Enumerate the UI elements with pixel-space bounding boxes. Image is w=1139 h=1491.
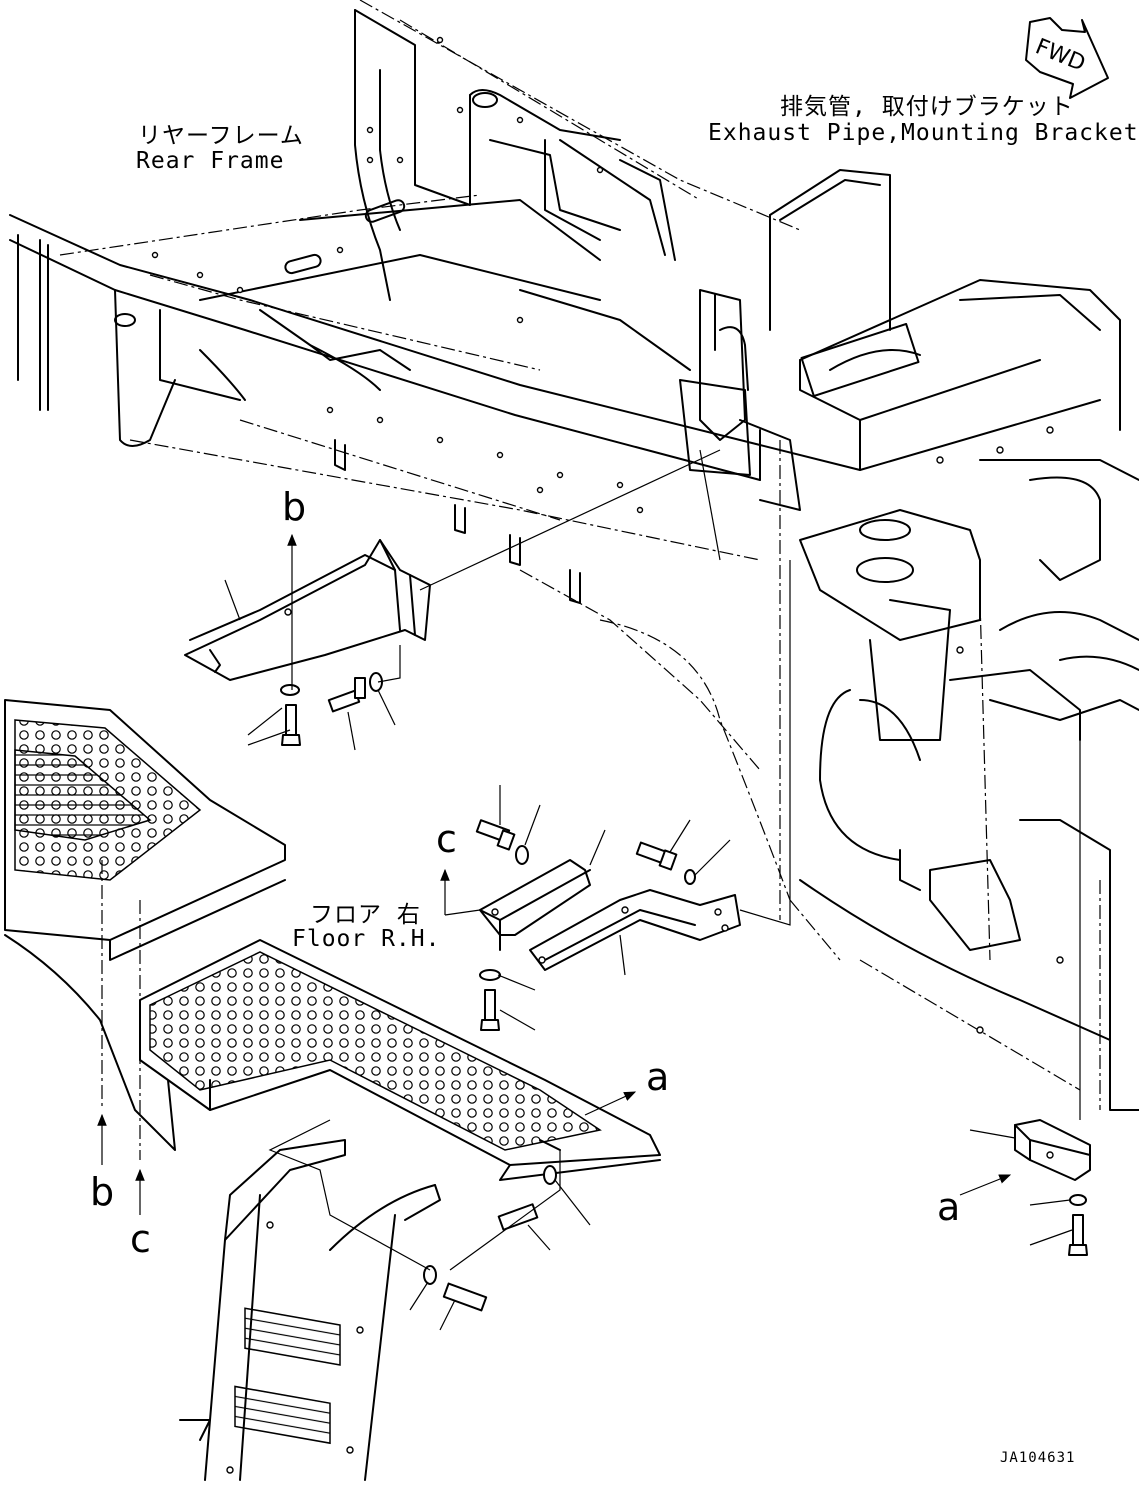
- fwd-arrow-icon: FWD: [1025, 17, 1109, 99]
- callout-a-bottom: a: [937, 1185, 960, 1229]
- callout-arrows: [97, 533, 1012, 1215]
- exhaust-label-jp: 排気管, 取付けブラケット: [780, 94, 1074, 120]
- callout-c-mid: c: [436, 817, 457, 861]
- front-frame: [769, 169, 1139, 1111]
- bracket-a: [1014, 1119, 1091, 1256]
- frame-holes: [151, 36, 644, 514]
- callout-b-top: b: [282, 485, 306, 529]
- ladder: [179, 1139, 441, 1481]
- rear-frame-label-jp: リヤーフレーム: [138, 123, 304, 149]
- leader-lines: [101, 449, 1081, 1331]
- callout-b-bottom: b: [90, 1170, 114, 1214]
- mounting-bracket-center: [479, 859, 741, 971]
- rear-frame-label-en: Rear Frame: [136, 148, 284, 174]
- exhaust-label-en: Exhaust Pipe,Mounting Bracket: [708, 120, 1139, 146]
- floor-label-jp: フロア 右: [310, 902, 421, 928]
- bracket-b-fasteners: [280, 672, 383, 746]
- rear-frame: [9, 0, 861, 961]
- callout-a-right: a: [646, 1055, 669, 1099]
- floor-fasteners: [423, 1165, 557, 1312]
- mounting-bracket-fasteners: [475, 819, 696, 1031]
- floor-rh: [4, 699, 661, 1181]
- callout-c-bottom: c: [130, 1217, 151, 1261]
- drawing-code: JA104631: [1000, 1450, 1075, 1466]
- floor-label-en: Floor R.H.: [292, 926, 440, 952]
- bracket-b: [184, 539, 431, 681]
